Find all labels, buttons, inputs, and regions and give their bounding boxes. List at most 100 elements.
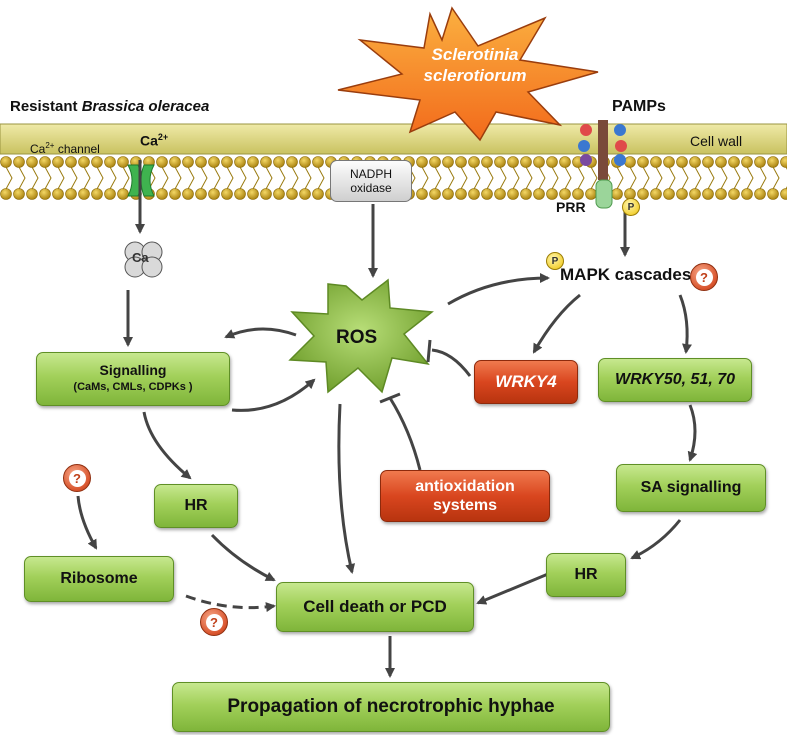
lipid-tail [447, 166, 455, 190]
lipid-tail [486, 166, 494, 190]
lipid-head [676, 188, 688, 200]
lipid-tail [57, 166, 65, 190]
lipid-head [117, 188, 129, 200]
lipid-head [728, 156, 740, 168]
arrow-hr-right-to-death [476, 572, 549, 605]
lipid-head [780, 188, 787, 200]
arrow-signalling-to-ros [231, 378, 316, 412]
lipid-tail [317, 166, 325, 190]
lipid-head [0, 156, 12, 168]
arrow-wrky50-to-sa [687, 404, 698, 462]
lipid-head [13, 188, 25, 200]
lipid-head [741, 156, 753, 168]
lipid-head [299, 156, 311, 168]
lipid-head [455, 188, 467, 200]
ca-ion: Ca [140, 132, 158, 149]
lipid-head [702, 156, 714, 168]
lipid-head [754, 156, 766, 168]
lipid-head [65, 156, 77, 168]
lipid-head [663, 156, 675, 168]
lipid-tail [44, 166, 52, 190]
lipid-head [52, 188, 64, 200]
lipid-tail [681, 166, 689, 190]
lipid-head [611, 188, 623, 200]
lipid-head [650, 188, 662, 200]
ribosome-box: Ribosome [24, 556, 174, 602]
arrow-question-to-ribosome [76, 495, 98, 550]
lipid-head [520, 156, 532, 168]
lipid-head [52, 156, 64, 168]
signalling-line2: (CaMs, CMLs, CDPKs ) [73, 381, 193, 393]
signalling-line1: Signalling [99, 362, 167, 378]
lipid-head [104, 188, 116, 200]
hr-left-label: HR [184, 497, 208, 514]
lipid-head [208, 156, 220, 168]
lipid-tail [421, 166, 429, 190]
lipid-tail [291, 166, 299, 190]
pamps-label: PAMPs [612, 98, 666, 115]
lipid-tail [551, 166, 559, 190]
lipid-head [676, 156, 688, 168]
propagation-label: Propagation of necrotrophic hyphae [227, 696, 555, 717]
lipid-head [234, 156, 246, 168]
lipid-head [312, 188, 324, 200]
hr-right-box: HR [546, 553, 626, 597]
hr-right-label: HR [574, 566, 598, 583]
lipid-head [533, 188, 545, 200]
lipid-head [260, 156, 272, 168]
lipid-tail [96, 166, 104, 190]
lipid-tail [616, 166, 624, 190]
wrky4-box: WRKY4 [474, 360, 578, 404]
lipid-head [208, 188, 220, 200]
lipid-head [221, 188, 233, 200]
lipid-head [273, 156, 285, 168]
lipid-head [559, 156, 571, 168]
lipid-tail [772, 166, 780, 190]
lipid-tail [733, 166, 741, 190]
ribosome-question-icon: ? [63, 464, 91, 492]
mapk-phospho-mark: P [546, 252, 564, 270]
prr-receptor [578, 120, 627, 209]
lipid-head [247, 156, 259, 168]
pathogen-label: Sclerotinia sclerotiorum [400, 44, 550, 86]
lipid-tail [122, 166, 130, 190]
ros-burst [288, 278, 434, 394]
host-species: Brassica oleracea [81, 98, 210, 115]
lipid-tail [512, 166, 520, 190]
lipid-head [156, 156, 168, 168]
lipid-head [156, 188, 168, 200]
lipid-head [442, 156, 454, 168]
lipid-head [78, 188, 90, 200]
propagation-box: Propagation of necrotrophic hyphae [172, 682, 610, 732]
lipid-head [442, 188, 454, 200]
lipid-tail [460, 166, 468, 190]
pathogen-star [337, 6, 599, 142]
lipid-head [117, 156, 129, 168]
lipid-tail [434, 166, 442, 190]
lipid-tail [525, 166, 533, 190]
ca-channel-charge: 2+ [45, 141, 55, 150]
lipid-head [481, 188, 493, 200]
lipid-head [169, 188, 181, 200]
ca-channel-ion: Ca [30, 142, 46, 156]
cell-wall-label: Cell wall [690, 133, 743, 149]
lipid-head [559, 188, 571, 200]
arrow-signalling-to-hr [142, 411, 192, 480]
ribosome-label: Ribosome [60, 570, 138, 587]
lipid-head [767, 188, 779, 200]
lipid-head [169, 156, 181, 168]
lipid-tail [538, 166, 546, 190]
lipid-head [780, 156, 787, 168]
inhibit-wrky4-ros [431, 348, 472, 377]
hr-left-box: HR [154, 484, 238, 528]
arrow-hr-to-death [210, 533, 276, 582]
lipid-head [572, 188, 584, 200]
lipid-head [585, 188, 597, 200]
lipid-head [637, 188, 649, 200]
arrow-ros-to-signalling [224, 327, 297, 339]
lipid-head [234, 188, 246, 200]
lipid-tail [759, 166, 767, 190]
death-question-icon: ? [200, 608, 228, 636]
lipid-head [312, 156, 324, 168]
